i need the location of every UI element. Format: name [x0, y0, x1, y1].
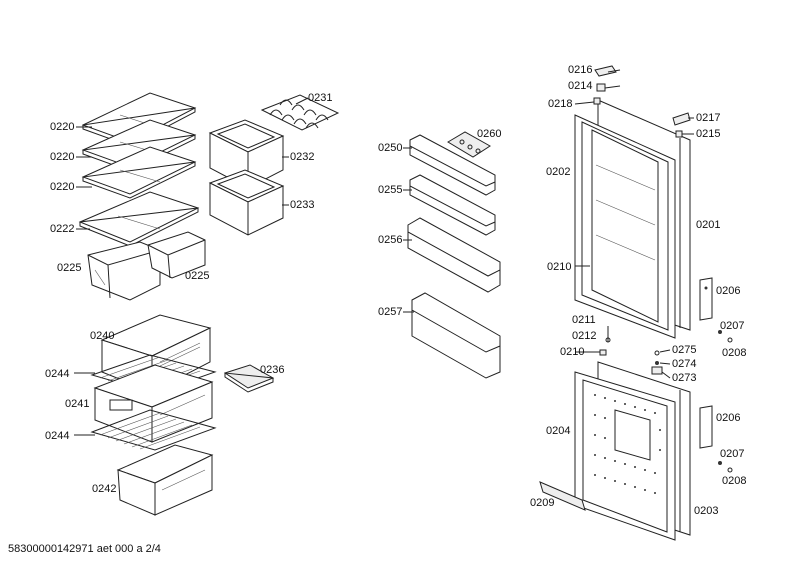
label-0255: 0255: [378, 184, 403, 196]
label-0204: 0204: [546, 425, 571, 437]
label-0275: 0275: [672, 344, 697, 356]
label-0216: 0216: [568, 64, 593, 76]
label-0220-middle: 0220: [50, 151, 75, 163]
upper-door-gasket-0202: [574, 114, 676, 339]
label-0210-lower: 0210: [560, 346, 585, 358]
label-0207-lower: 0207: [720, 448, 745, 460]
label-0260: 0260: [477, 128, 502, 140]
label-0211: 0211: [572, 314, 596, 326]
freezer-drawer-0242: [116, 444, 214, 516]
leader-lines: [74, 69, 694, 436]
label-0212: 0212: [572, 330, 597, 342]
label-0256: 0256: [378, 234, 403, 246]
label-0231: 0231: [308, 92, 333, 104]
label-0208-lower: 0208: [722, 475, 747, 487]
label-0244-lower: 0244: [45, 430, 70, 442]
bottle-rack-0231: [260, 94, 340, 131]
hinge-0206-lower: [699, 405, 713, 449]
door-shelf-0250: [409, 134, 496, 196]
label-0240: 0240: [90, 330, 115, 342]
label-0220-lower: 0220: [50, 181, 75, 193]
door-shelf-0255: [409, 174, 496, 236]
hinge-0206-upper: [699, 277, 713, 321]
label-0257: 0257: [378, 306, 403, 318]
lower-door-gasket-0204: [574, 371, 676, 541]
freezer-box-0233: [208, 169, 285, 236]
label-0232: 0232: [290, 151, 315, 163]
egg-tray-0260: [447, 131, 491, 158]
label-0210-upper: 0210: [547, 261, 572, 273]
door-shelf-0256: [407, 217, 501, 293]
label-0225-right: 0225: [185, 270, 210, 282]
label-0222: 0222: [50, 223, 75, 235]
label-0241: 0241: [65, 398, 90, 410]
ice-cube-tray-0236: [223, 364, 275, 393]
label-0236: 0236: [260, 364, 285, 376]
upper-hinge-parts: [593, 65, 691, 138]
label-0207-upper: 0207: [720, 320, 745, 332]
label-0244-upper: 0244: [45, 368, 70, 380]
label-0215: 0215: [696, 128, 721, 140]
crisper-drawer-0225-right: [147, 231, 206, 279]
wire-rack-0244-lower: [90, 409, 217, 451]
label-0202: 0202: [546, 166, 571, 178]
label-0274: 0274: [672, 358, 697, 370]
label-0218: 0218: [548, 98, 573, 110]
middle-hinge-parts: [599, 326, 663, 375]
freezer-drawer-0241: [93, 364, 214, 443]
door-shelf-0257: [411, 292, 501, 379]
label-0220-top: 0220: [50, 121, 75, 133]
label-0206-upper: 0206: [716, 285, 741, 297]
document-reference-footer: 58300000142971 aet 000 a 2/4: [8, 543, 161, 555]
handle-strip-0209: [539, 481, 586, 511]
crisper-drawer-0225-left: [87, 241, 161, 301]
label-0225-left: 0225: [57, 262, 82, 274]
label-0242: 0242: [92, 483, 117, 495]
label-0233: 0233: [290, 199, 315, 211]
label-0214: 0214: [568, 80, 593, 92]
label-0208-upper: 0208: [722, 347, 747, 359]
label-0217: 0217: [696, 112, 721, 124]
freezer-box-0232: [208, 119, 285, 189]
label-0201: 0201: [696, 219, 721, 231]
label-0206-lower: 0206: [716, 412, 741, 424]
label-0209: 0209: [530, 497, 555, 509]
label-0273: 0273: [672, 372, 697, 384]
label-0250: 0250: [378, 142, 403, 154]
glass-shelf-0222: [78, 191, 200, 247]
label-0203: 0203: [694, 505, 719, 517]
glass-shelf-0220-lower: [81, 146, 197, 199]
